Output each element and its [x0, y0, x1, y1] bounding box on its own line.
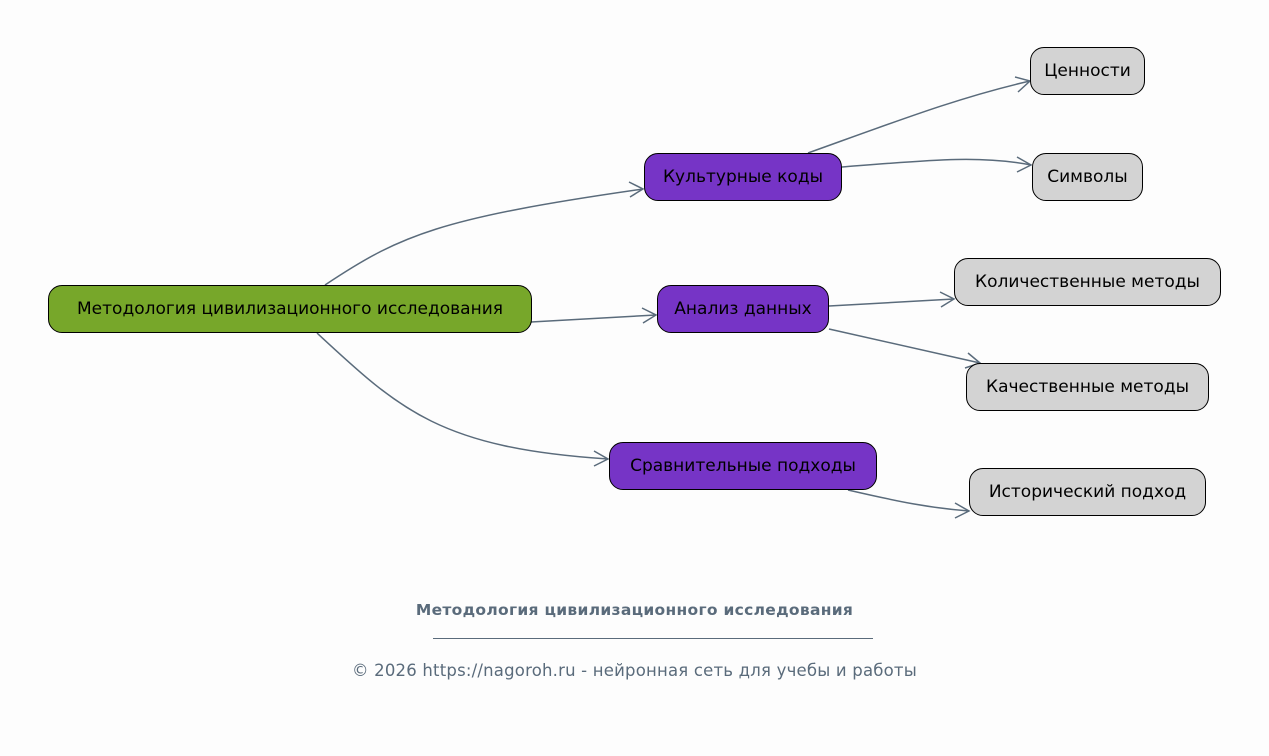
branch-node-comparative-approaches[interactable]: Сравнительные подходы [609, 442, 877, 490]
arrowhead [939, 291, 956, 308]
edge-data-quantitative [828, 298, 955, 307]
edge-data-qualitative [828, 328, 981, 364]
leaf-node-quantitative-methods[interactable]: Количественные методы [954, 258, 1221, 306]
leaf-node-symbols[interactable]: Символы [1032, 153, 1143, 201]
footer-copyright: © 2026 https://nagoroh.ru - нейронная се… [352, 661, 917, 680]
edge-comparative-historical [847, 489, 970, 512]
branch-node-cultural-codes[interactable]: Культурные коды [644, 153, 842, 201]
footer-divider [433, 638, 873, 639]
arrowhead [954, 502, 971, 519]
arrowhead [641, 307, 658, 324]
leaf-node-historical-approach[interactable]: Исторический подход [969, 468, 1206, 516]
branch-node-data-analysis[interactable]: Анализ данных [657, 285, 829, 333]
footer-title: Методология цивилизационного исследовани… [415, 601, 854, 619]
leaf-node-values[interactable]: Ценности [1030, 47, 1145, 95]
edge-root-data-analysis [530, 314, 657, 323]
arrowhead [593, 450, 610, 467]
arrowhead [1016, 156, 1033, 173]
leaf-node-qualitative-methods[interactable]: Качественные методы [966, 363, 1209, 411]
root-node[interactable]: Методология цивилизационного исследовани… [48, 285, 532, 333]
edge-cultural-symbols [841, 158, 1032, 168]
edge-root-cultural-codes [324, 188, 644, 286]
arrowhead [628, 181, 645, 198]
edge-cultural-values [807, 80, 1031, 154]
edge-root-comparative [316, 332, 609, 460]
